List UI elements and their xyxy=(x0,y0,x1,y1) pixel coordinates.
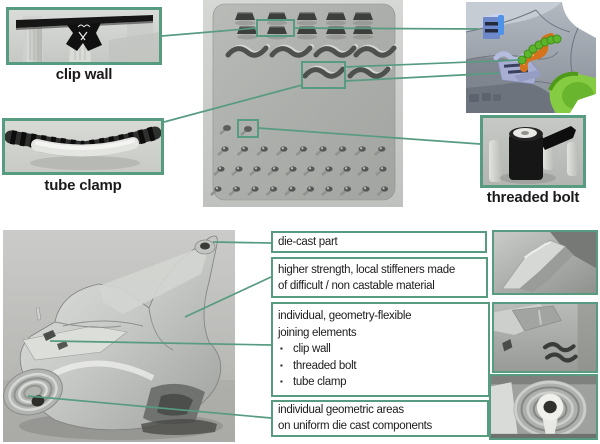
bullet-tube-clamp: ▪ tube clamp xyxy=(278,374,483,391)
joining-elements-closeup-photo xyxy=(492,302,598,373)
callout-stiffeners-line1: higher strength, local stiffeners made xyxy=(278,264,455,276)
callout-geometric-line1: individual geometric areas xyxy=(278,404,404,416)
tube-clamp-label: tube clamp xyxy=(44,177,122,194)
bullet-marker-icon: ▪ xyxy=(280,360,283,370)
callout-geometric-areas: individual geometric areas on uniform di… xyxy=(271,400,489,437)
joining-elements-closeup-art xyxy=(494,304,596,371)
callout-stiffeners: higher strength, local stiffeners made o… xyxy=(271,257,488,298)
bullet-threaded-bolt-text: threaded bolt xyxy=(293,359,357,372)
bullet-clip-wall: ▪ clip wall xyxy=(278,341,483,358)
stiffener-closeup-art xyxy=(494,232,596,293)
clip-wall-label: clip wall xyxy=(55,66,113,83)
callout-joining-line2: joining elements xyxy=(278,326,357,339)
test-plate-photo-art xyxy=(203,0,403,207)
clip-wall-photo-art xyxy=(9,10,159,62)
tube-clamp-photo-art xyxy=(5,121,161,172)
geometric-area-closeup-art xyxy=(491,376,596,438)
die-cast-part-photo-art xyxy=(3,230,235,442)
cad-render-art xyxy=(466,2,596,113)
callout-stiffeners-line2: of difficult / non castable material xyxy=(278,280,435,292)
geometric-area-closeup-photo xyxy=(489,374,598,440)
stiffener-closeup-photo xyxy=(492,230,598,295)
threaded-bolt-label: threaded bolt xyxy=(486,189,580,206)
tube-clamp-photo xyxy=(2,118,164,175)
threaded-bolt-photo xyxy=(480,115,586,188)
bullet-clip-wall-text: clip wall xyxy=(293,343,331,355)
die-cast-part-photo xyxy=(3,230,235,442)
callout-die-cast-part: die-cast part xyxy=(271,231,487,253)
callout-geometric-line2: on uniform die cast components xyxy=(278,419,433,432)
bullet-threaded-bolt: ▪ threaded bolt xyxy=(278,358,483,375)
callout-joining-line1: individual, geometry-flexible xyxy=(278,310,412,322)
threaded-bolt-photo-art xyxy=(483,118,583,185)
callout-joining-elements: individual, geometry-flexible joining el… xyxy=(271,302,490,397)
cad-render xyxy=(466,2,596,113)
bullet-marker-icon: ▪ xyxy=(280,344,283,354)
callout-die-cast-part-text: die-cast part xyxy=(278,236,338,248)
test-plate-photo xyxy=(203,0,403,207)
bullet-marker-icon: ▪ xyxy=(280,377,283,387)
clip-wall-photo xyxy=(6,7,162,65)
bullet-tube-clamp-text: tube clamp xyxy=(293,376,347,388)
